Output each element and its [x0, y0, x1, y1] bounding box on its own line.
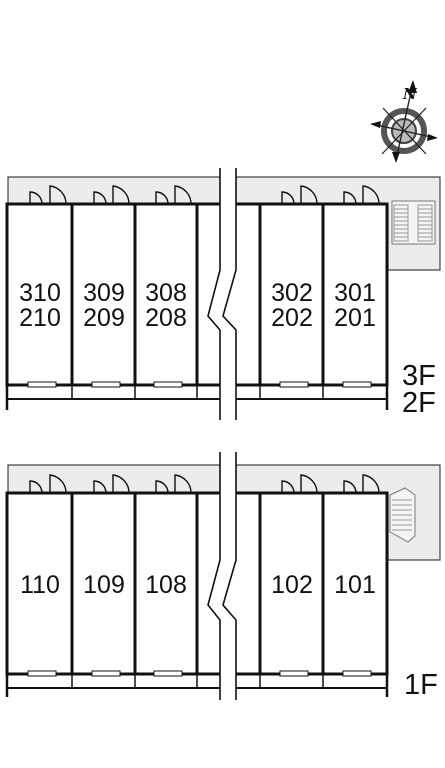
unit-308-label: 308: [145, 279, 187, 307]
unit-102-label: 102: [271, 571, 313, 599]
compass-rose-icon: [370, 80, 438, 163]
compass-north-letter: N: [402, 85, 418, 103]
unit-208-label: 208: [145, 304, 187, 332]
unit-210-label: 210: [19, 304, 61, 332]
unit-309-label: 309: [83, 279, 125, 307]
floor-label-1f: 1F: [404, 669, 438, 701]
unit-202-label: 202: [271, 304, 313, 332]
lower-building-block: [5, 452, 441, 700]
unit-201-label: 201: [334, 304, 376, 332]
unit-301-label: 301: [334, 279, 376, 307]
unit-110-label: 110: [20, 571, 60, 599]
unit-108-label: 108: [145, 571, 187, 599]
lower-break-gap: [208, 452, 236, 700]
unit-109-label: 109: [83, 571, 125, 599]
unit-101-label: 101: [334, 571, 376, 599]
floor-label-3f: 3F: [402, 360, 436, 392]
upper-stairs-icon: [391, 200, 436, 245]
unit-310-label: 310: [19, 279, 61, 307]
unit-209-label: 209: [83, 304, 125, 332]
floor-label-2f: 2F: [402, 387, 436, 419]
upper-building-block: [5, 168, 441, 420]
upper-break-gap: [208, 168, 236, 420]
lower-stairs-icon: [389, 487, 416, 543]
unit-302-label: 302: [271, 279, 313, 307]
